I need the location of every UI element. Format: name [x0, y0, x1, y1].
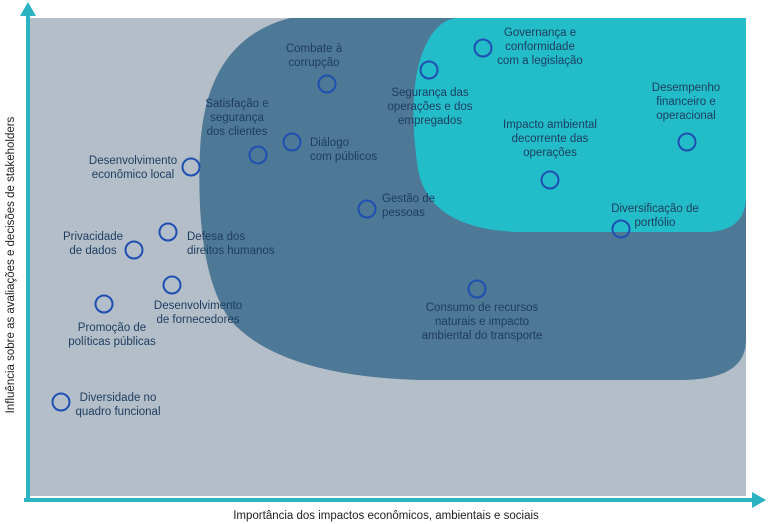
topic-label-line: Diálogo [310, 137, 349, 149]
topic-label: Impacto ambiental decorrente das operações [503, 119, 597, 159]
topic-label: Diálogo com públicos [310, 137, 377, 163]
topic-label-line: de fornecedores [156, 314, 239, 326]
topic-label-line: Satisfação e [205, 98, 268, 110]
topic-seguranca-operacoes: Segurança das operações e dos empregados [387, 60, 473, 127]
topic-label: Gestão de pessoas [382, 193, 435, 219]
topic-marker [357, 199, 377, 219]
topic-marker [677, 132, 697, 152]
y-axis-title: Influência sobre as avaliações e decisõe… [5, 116, 17, 413]
topic-label-line: Gestão de [382, 193, 435, 205]
topic-gestao-pessoas: Gestão de pessoas [357, 193, 435, 219]
topic-consumo-recursos: Consumo de recursos naturais e impacto amb… [422, 279, 543, 342]
topic-marker [158, 222, 178, 242]
topic-marker [419, 60, 439, 80]
topic-label-line: corrupção [288, 57, 339, 69]
topic-label: Diversificação de portfólio [611, 203, 699, 229]
topic-label-line: políticas públicas [68, 336, 156, 348]
topic-label-line: Consumo de recursos [426, 302, 539, 314]
topic-label-line: portfólio [635, 217, 676, 229]
topic-marker [51, 392, 71, 412]
topic-label-line: empregados [398, 115, 462, 127]
topic-label-line: Impacto ambiental [503, 119, 597, 131]
topic-label: Diversidade no quadro funcional [75, 392, 160, 418]
topic-label-line: Segurança das [391, 87, 469, 99]
topic-label-line: conformidade [505, 41, 575, 53]
topic-label-line: financeiro e [656, 96, 715, 108]
topic-diversificacao: Diversificação de portfólio [611, 203, 699, 239]
topic-label-line: quadro funcional [75, 406, 160, 418]
topic-label: Desenvolvimento econômico local [89, 155, 177, 181]
x-axis-arrow [752, 492, 766, 508]
topic-label-line: ambiental do transporte [422, 330, 543, 342]
topic-label-line: operações e dos [387, 101, 472, 113]
topic-marker [94, 294, 114, 314]
topic-label-line: pessoas [382, 207, 425, 219]
topic-marker [124, 240, 144, 260]
topic-label: Consumo de recursos naturais e impacto amb… [422, 302, 543, 342]
topic-governanca: Governança e conformidade com a legislação [473, 27, 583, 67]
topic-label-line: com a legislação [497, 55, 583, 67]
topic-label-line: Privacidade [63, 231, 123, 243]
topic-label-line: Governança e [504, 27, 576, 39]
topic-dialogo-publicos: Diálogo com públicos [282, 132, 377, 163]
topic-defesa-direitos: Defesa dos direitos humanos [158, 222, 275, 257]
topic-label: Privacidade de dados [63, 231, 123, 257]
topic-satisfacao-clientes: Satisfação e segurança dos clientes [205, 98, 269, 165]
topic-label-line: Desempenho [652, 82, 720, 94]
topic-marker [181, 157, 201, 177]
topic-label-line: Diversificação de [611, 203, 699, 215]
topic-label-line: naturais e impacto [435, 316, 529, 328]
high-priority-zone [413, 18, 746, 232]
topic-label-line: com públicos [310, 151, 377, 163]
topic-label: Defesa dos direitos humanos [187, 231, 275, 257]
topic-label: Segurança das operações e dos empregados [387, 87, 472, 127]
topic-label-line: de dados [69, 245, 117, 257]
topic-privacidade: Privacidade de dados [63, 231, 144, 260]
topic-label: Combate à corrupção [286, 43, 343, 69]
topic-marker [248, 145, 268, 165]
topic-marker [162, 275, 182, 295]
topic-label: Governança e conformidade com a legislação [497, 27, 583, 67]
topic-label-line: dos clientes [207, 126, 268, 138]
topic-marker [282, 132, 302, 152]
topic-label-line: Defesa dos [187, 231, 245, 243]
topic-desempenho: Desempenho financeiro e operacional [652, 82, 720, 152]
topic-label-line: direitos humanos [187, 245, 275, 257]
topic-label: Promoção de políticas públicas [68, 322, 156, 348]
topic-combate-corrupcao: Combate à corrupção [286, 43, 343, 94]
topic-label-line: Promoção de [78, 322, 146, 334]
topic-label: Satisfação e segurança dos clientes [205, 98, 268, 138]
topic-label-line: segurança [210, 112, 264, 124]
topic-desenvolvimento-economico: Desenvolvimento econômico local [89, 155, 201, 181]
topic-desenvolvimento-fornecedores: Desenvolvimento de fornecedores [154, 275, 242, 326]
topic-impacto-ambiental: Impacto ambiental decorrente das operações [503, 119, 597, 190]
topic-marker [611, 219, 631, 239]
topic-marker [473, 38, 493, 58]
topic-label-line: econômico local [92, 169, 174, 181]
topic-label-line: Desenvolvimento [154, 300, 242, 312]
y-axis-arrow [20, 2, 36, 16]
topic-promocao-politicas: Promoção de políticas públicas [68, 294, 156, 348]
topic-label-line: Diversidade no [80, 392, 157, 404]
topic-marker [467, 279, 487, 299]
topic-label-line: operações [523, 147, 577, 159]
topic-markers: Combate à corrupção Governança e conformida… [51, 27, 720, 418]
topic-marker [317, 74, 337, 94]
topic-label: Desenvolvimento de fornecedores [154, 300, 242, 326]
x-axis-title: Importância dos impactos econômicos, amb… [233, 510, 539, 522]
topic-marker [540, 170, 560, 190]
topic-label-line: operacional [656, 110, 715, 122]
topic-label-line: decorrente das [512, 133, 589, 145]
topic-diversidade: Diversidade no quadro funcional [51, 392, 161, 418]
topic-label-line: Desenvolvimento [89, 155, 177, 167]
topic-label: Desempenho financeiro e operacional [652, 82, 720, 122]
topic-label-line: Combate à [286, 43, 343, 55]
